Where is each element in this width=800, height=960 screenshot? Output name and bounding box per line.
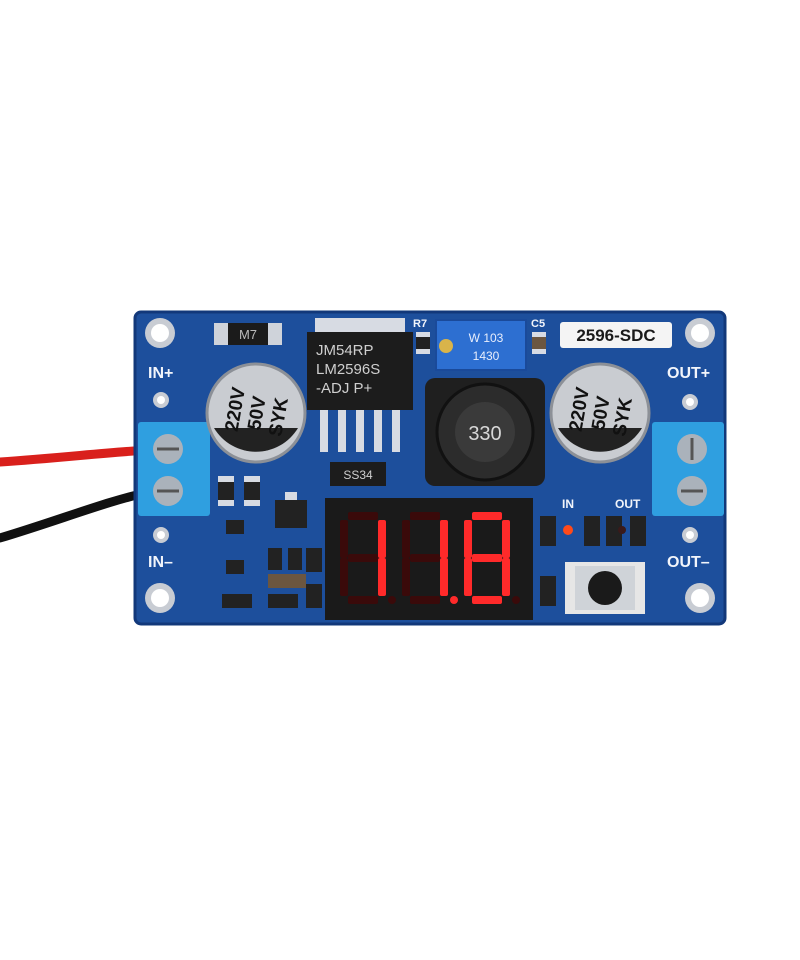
digit-2-segment-c bbox=[440, 558, 448, 596]
red-wire bbox=[0, 445, 155, 467]
smd-components bbox=[218, 332, 646, 608]
mounting-holes bbox=[145, 318, 715, 613]
label-out-minus: OUT– bbox=[667, 554, 710, 571]
digit-1-segment-d bbox=[348, 596, 378, 604]
regulator-line3: -ADJ P+ bbox=[316, 380, 373, 397]
label-led-in: IN bbox=[562, 497, 574, 511]
digit-1-segment-e bbox=[340, 558, 348, 596]
digit-2-segment-d bbox=[410, 596, 440, 604]
digit-3-segment-g bbox=[472, 554, 502, 562]
label-c5: C5 bbox=[531, 318, 545, 330]
digit-1-segment-c bbox=[378, 558, 386, 596]
digit-1-decimal-point bbox=[388, 596, 396, 604]
digit-2-segment-e bbox=[402, 558, 410, 596]
input-terminal-block bbox=[138, 422, 210, 516]
label-led-out: OUT bbox=[615, 497, 641, 511]
digit-2-segment-f bbox=[402, 520, 410, 558]
pot-line1: W 103 bbox=[469, 331, 504, 345]
capacitor-left: 220V 50V SYK bbox=[205, 362, 307, 464]
label-out-plus: OUT+ bbox=[667, 365, 710, 382]
digit-2-segment-g bbox=[410, 554, 440, 562]
label-in-plus: IN+ bbox=[148, 365, 173, 382]
output-terminal-block bbox=[652, 422, 724, 516]
pot-line2: 1430 bbox=[473, 349, 500, 363]
small-part-label: M7 bbox=[239, 327, 257, 342]
seven-segment-display bbox=[325, 498, 533, 620]
potentiometer[interactable]: W 103 1430 bbox=[435, 319, 527, 371]
digit-1-segment-a bbox=[348, 512, 378, 520]
model-label: 2596-SDC bbox=[576, 326, 655, 345]
diode-label: SS34 bbox=[343, 468, 373, 482]
digit-3-segment-b bbox=[502, 520, 510, 558]
label-r7: R7 bbox=[413, 318, 427, 330]
capacitor-right: 220V 50V SYK bbox=[549, 362, 651, 464]
digit-1-segment-b bbox=[378, 520, 386, 558]
digit-3-decimal-point bbox=[512, 596, 520, 604]
regulator-line2: LM2596S bbox=[316, 361, 380, 378]
regulator-ic: JM54RP LM2596S -ADJ P+ bbox=[307, 318, 413, 452]
digit-1-segment-g bbox=[348, 554, 378, 562]
regulator-line1: JM54RP bbox=[316, 342, 374, 359]
digit-2-segment-b bbox=[440, 520, 448, 558]
inductor-label: 330 bbox=[468, 423, 501, 445]
black-wire bbox=[0, 487, 155, 543]
input-wires bbox=[0, 445, 155, 543]
inductor: 330 bbox=[425, 378, 545, 486]
led-out bbox=[618, 526, 626, 534]
digit-3-segment-c bbox=[502, 558, 510, 596]
digit-3-segment-a bbox=[472, 512, 502, 520]
label-in-minus: IN– bbox=[148, 554, 173, 571]
digit-3-segment-e bbox=[464, 558, 472, 596]
digit-3-segment-d bbox=[472, 596, 502, 604]
led-in bbox=[563, 525, 573, 535]
digit-1-segment-f bbox=[340, 520, 348, 558]
push-button[interactable] bbox=[565, 562, 645, 614]
digit-2-decimal-point bbox=[450, 596, 458, 604]
display-digits bbox=[340, 512, 520, 604]
digit-3-segment-f bbox=[464, 520, 472, 558]
digit-2-segment-a bbox=[410, 512, 440, 520]
